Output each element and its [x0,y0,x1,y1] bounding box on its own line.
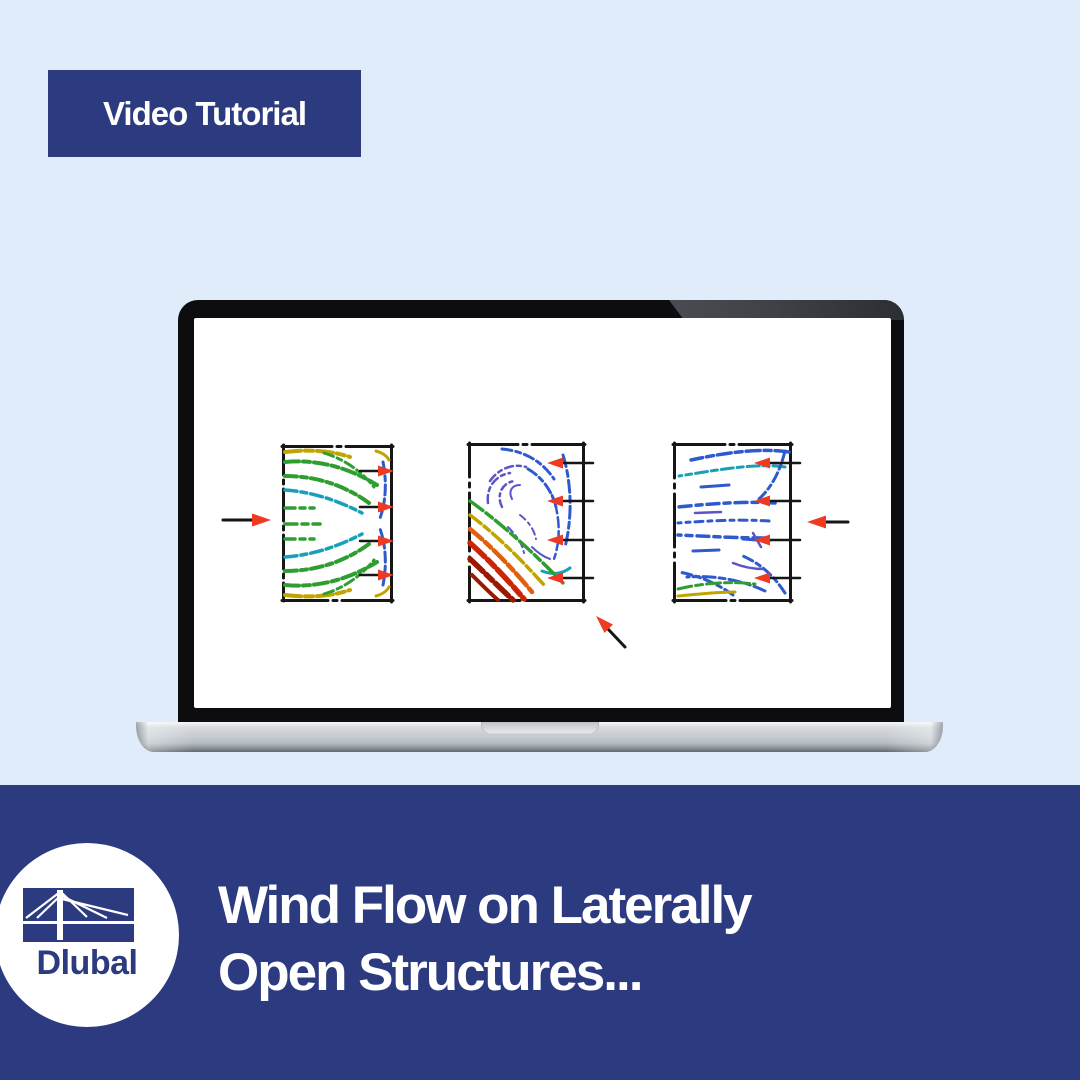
wind-arrow-right [807,515,850,529]
dlubal-bridge-icon [23,888,134,942]
wind-flow-diagrams [221,441,850,649]
laptop-base [136,722,943,752]
bezel-glare [669,300,904,320]
dlubal-logo: Dlubal [0,843,179,1027]
bottom-banner: Dlubal Wind Flow on Laterally Open Struc… [0,785,1080,1080]
pressure-arrows-right [754,457,802,584]
flow-diagram-left [280,443,395,604]
laptop-base-notch [480,722,599,735]
wind-arrow-left [221,513,271,527]
pressure-arrows-right [358,465,394,581]
title-line-2: Open Structures... [218,943,643,1002]
flow-diagram-right [671,441,802,604]
pressure-arrows-right [547,457,595,584]
video-title: Wind Flow on Laterally Open Structures..… [218,872,753,1006]
badge-label: Video Tutorial [103,94,307,132]
title-line-1: Wind Flow on Laterally [218,876,753,935]
laptop-display [194,318,891,708]
wind-arrow-diagonal [596,616,627,649]
video-tutorial-badge: Video Tutorial [48,70,361,157]
flow-diagram-middle [466,441,595,604]
dlubal-logo-text: Dlubal [36,944,138,982]
laptop-screen-bezel [178,300,904,722]
